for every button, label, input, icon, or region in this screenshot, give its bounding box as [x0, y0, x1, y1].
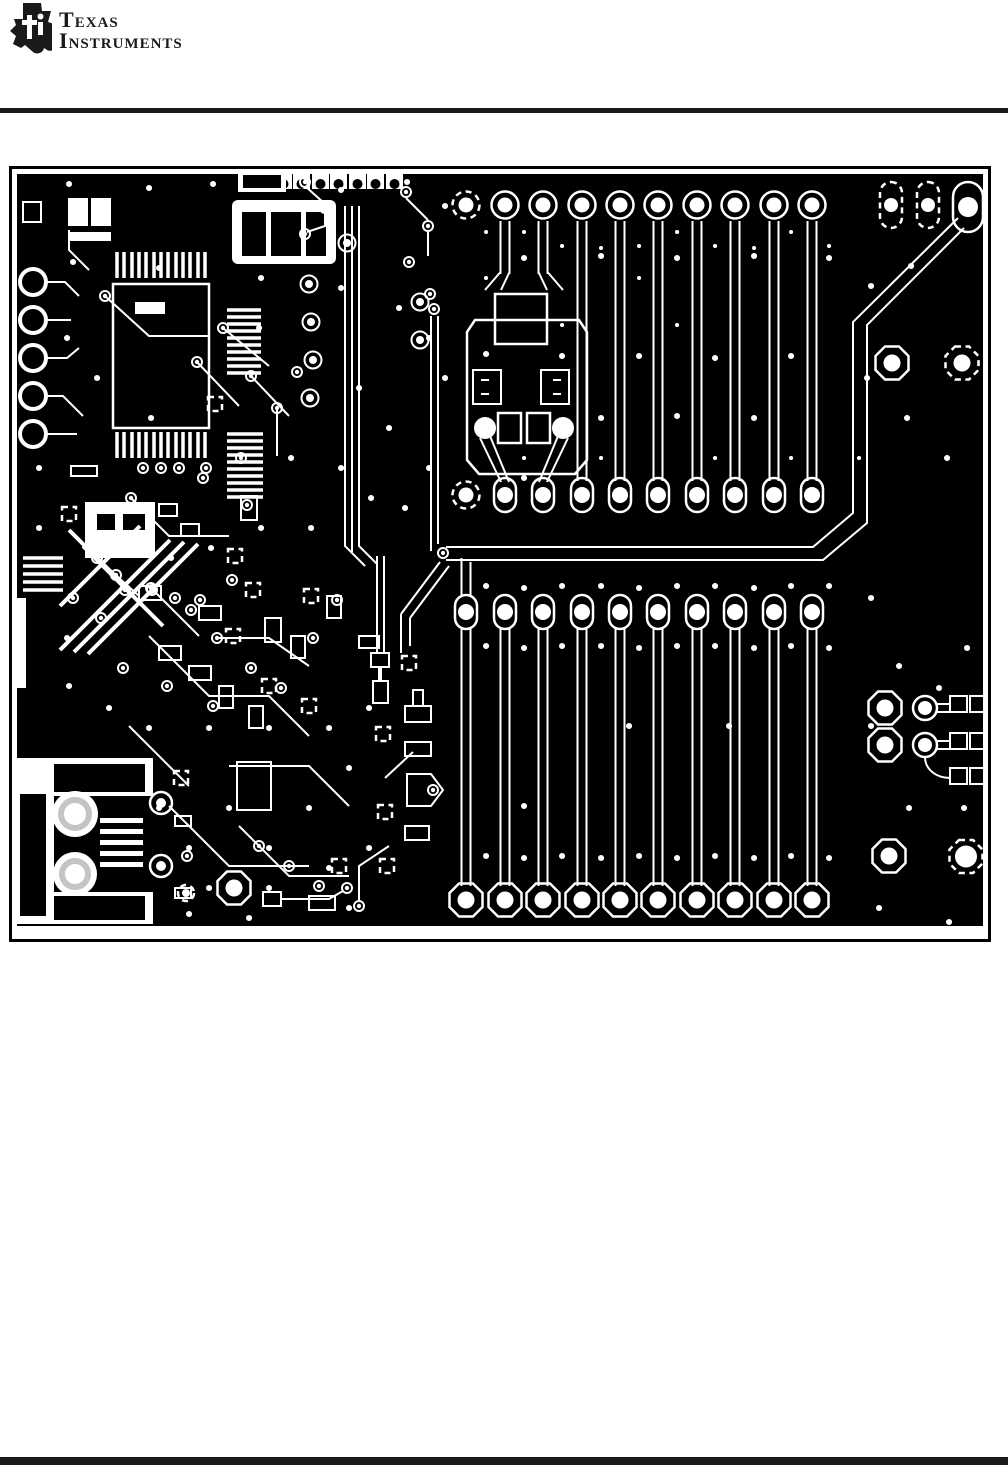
- ti-logo-text: Texas Instruments: [59, 11, 183, 53]
- mcu-circuit-region: [22, 176, 436, 712]
- top-right-pads: [874, 180, 985, 381]
- top-pin-bank: [451, 190, 826, 514]
- footer-rule: [0, 1457, 1008, 1465]
- header-rule: [0, 108, 1008, 113]
- ti-logo-icon: [10, 3, 52, 54]
- left-pad-column: [18, 267, 84, 449]
- crystal-footprint: [465, 271, 589, 483]
- lower-right-components: [867, 690, 988, 785]
- logo-line-2: Instruments: [59, 28, 183, 53]
- logo-line-1: Texas: [59, 7, 119, 32]
- pcb-figure: [9, 166, 991, 942]
- mounting-pads: [871, 838, 984, 875]
- pcb-layout-figure: [9, 166, 991, 942]
- mid-column-components: [370, 303, 450, 875]
- via-dots: [36, 179, 971, 925]
- page-header: Texas Instruments: [8, 2, 183, 56]
- routing-bus: [437, 217, 965, 596]
- barrel-jack-footprint: [17, 758, 193, 924]
- lower-left-circuit-region: [17, 502, 390, 912]
